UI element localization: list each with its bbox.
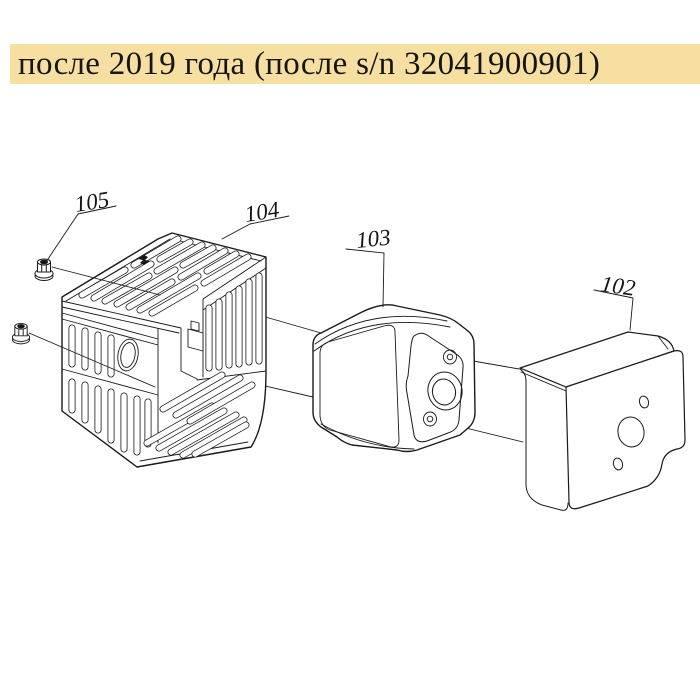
plate-holes bbox=[612, 395, 650, 471]
cage-side-hole bbox=[117, 338, 139, 372]
nut-upper-pointer bbox=[51, 266, 161, 296]
part-105-flange-nut-upper bbox=[34, 258, 54, 281]
title-banner: после 2019 года (после s/n 32041900901) bbox=[10, 44, 700, 84]
part-label-104: 104 bbox=[243, 197, 281, 227]
leader-103 bbox=[345, 248, 385, 308]
part-label-102: 102 bbox=[599, 271, 637, 301]
muffler-flange bbox=[405, 332, 464, 443]
cage-logo-stamp bbox=[138, 255, 150, 265]
leader-102 bbox=[593, 289, 634, 331]
part-104-guard-cage bbox=[61, 232, 267, 468]
leader-105 bbox=[45, 205, 117, 263]
plate-fold-lines bbox=[520, 335, 669, 392]
leader-104 bbox=[221, 215, 290, 240]
plate-face bbox=[565, 350, 686, 510]
cage-slots bbox=[68, 235, 263, 459]
muffler-front-shell bbox=[319, 324, 400, 448]
muffler-outline bbox=[312, 304, 476, 453]
nut-lower-pointer bbox=[28, 332, 156, 388]
title-text: после 2019 года (после s/n 32041900901) bbox=[18, 45, 601, 82]
plate-bent-edge bbox=[519, 368, 569, 511]
muffler-bolt-holes bbox=[423, 349, 457, 427]
part-label-103: 103 bbox=[355, 225, 392, 253]
part-102-plate bbox=[519, 331, 686, 511]
part-105-flange-nut-lower bbox=[11, 322, 31, 345]
muffler-exhaust-port bbox=[427, 371, 463, 411]
part-label-105: 105 bbox=[73, 187, 111, 217]
part-103-muffler bbox=[312, 304, 476, 453]
cage-mount-boss bbox=[187, 320, 204, 352]
leader-lines bbox=[28, 205, 634, 388]
